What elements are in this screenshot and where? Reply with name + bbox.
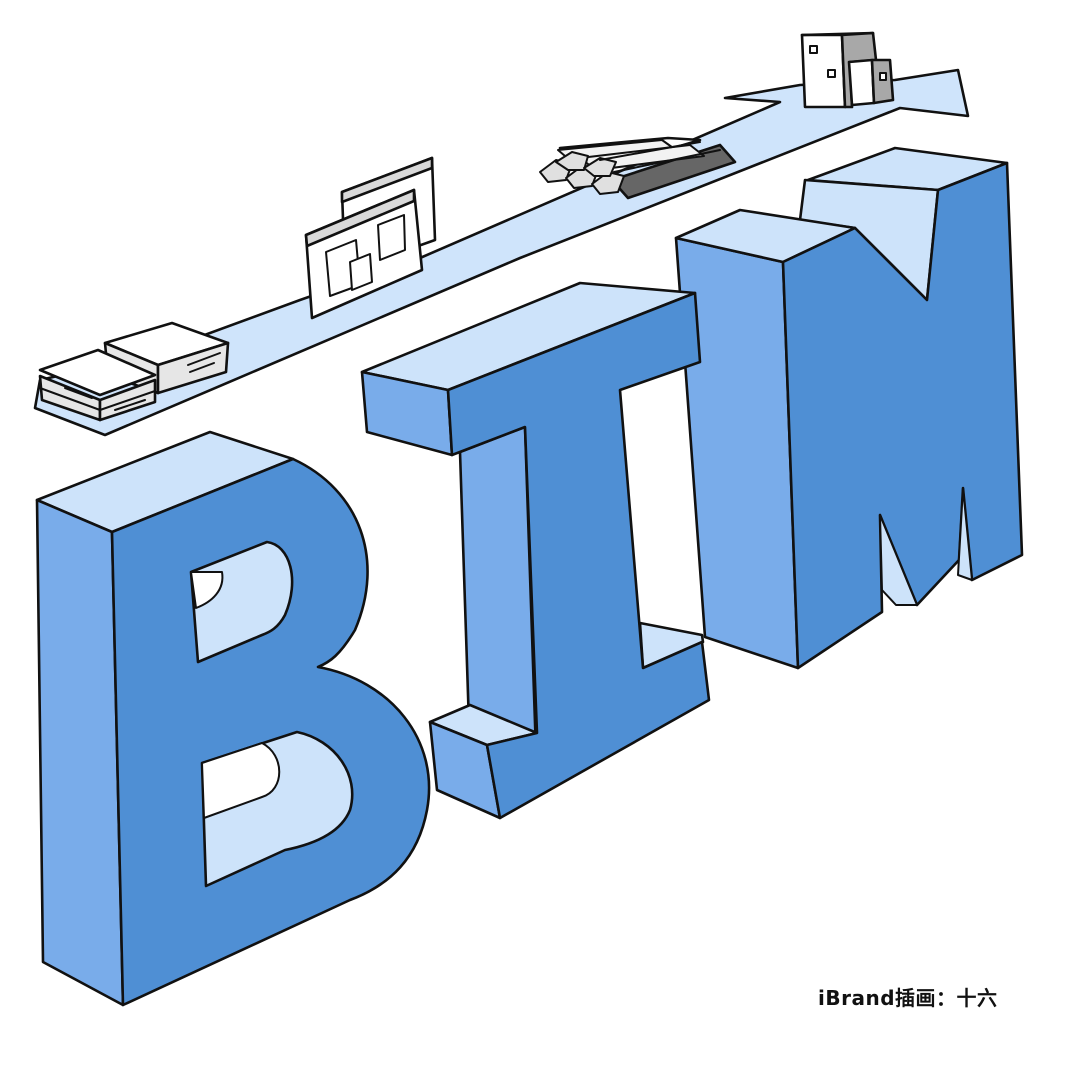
stacked-boards-icon [38, 321, 230, 422]
letter-b-3d [35, 430, 431, 1007]
blueprint-windows-icon [304, 156, 437, 320]
steel-ingots-icon [539, 136, 737, 200]
letter-i-3d [360, 281, 711, 820]
letter-m-3d [674, 146, 1024, 670]
illustration-credit: iBrand插画：十六 [818, 986, 998, 1010]
building-icon [800, 31, 895, 109]
